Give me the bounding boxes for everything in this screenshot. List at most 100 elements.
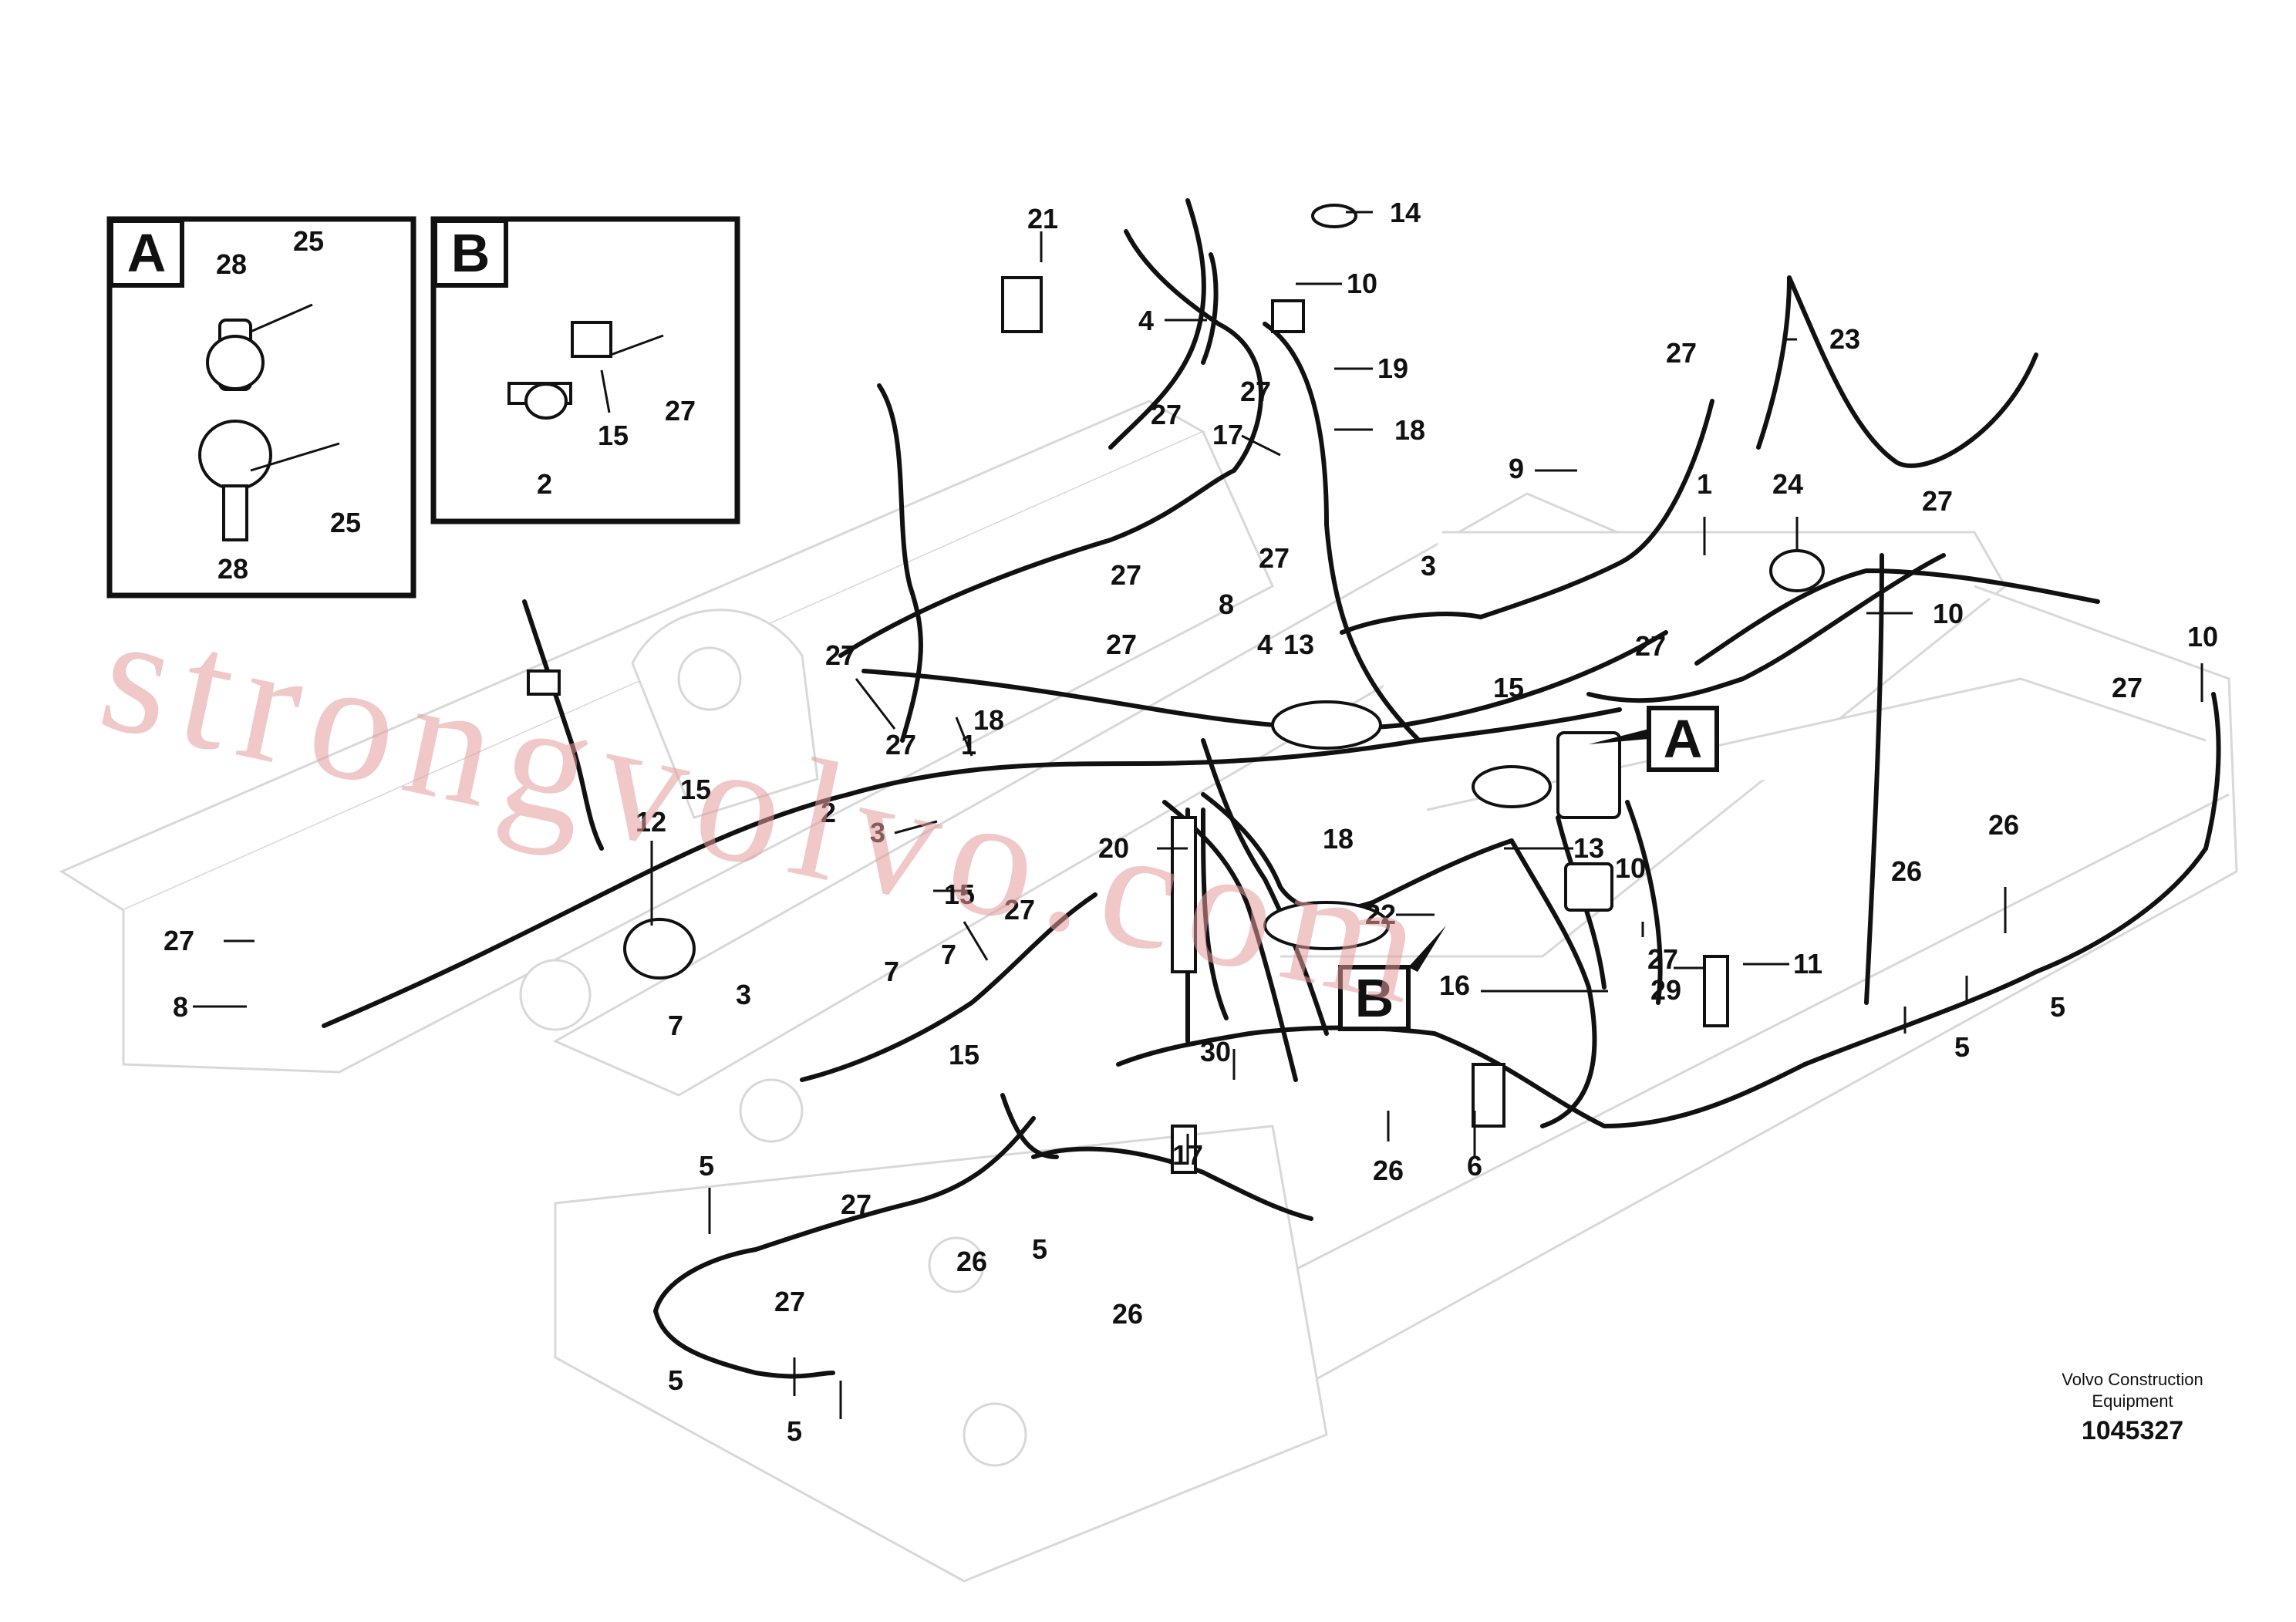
callout-13-lower: 13: [1573, 832, 1604, 864]
callout-5-far-right: 5: [2050, 991, 2065, 1023]
callout-29: 29: [1650, 974, 1681, 1006]
callout-2: 2: [821, 797, 836, 828]
callout-4-center: 4: [1257, 629, 1273, 660]
callout-8-center: 8: [1219, 588, 1234, 620]
grommet-22: [1263, 901, 1390, 950]
callout-leaders: [193, 211, 2203, 1419]
callout-27-f: 27: [1259, 542, 1290, 574]
callout-9: 9: [1509, 453, 1524, 484]
callout-27-m: 27: [164, 925, 194, 956]
conduit-11: [1703, 955, 1729, 1027]
callout-8-left: 8: [173, 991, 188, 1023]
chassis-frame: [59, 400, 2238, 1583]
harness-parts: [527, 204, 1825, 1174]
cap-14: [1311, 204, 1357, 228]
inset-a-callout-25-top: 25: [293, 225, 324, 257]
inset-a-letter: A: [127, 223, 167, 283]
callout-27-b: 27: [1240, 376, 1271, 407]
conduit-20: [1171, 816, 1197, 973]
callout-5-center: 5: [1032, 1233, 1047, 1265]
svg-text:A: A: [1664, 709, 1703, 769]
callout-numbers: 21 14 10 4 19 27 27 23 27 18 17 9 1 24 2…: [164, 197, 2218, 1447]
drawing-number: 1045327: [2082, 1416, 2183, 1445]
callout-6: 6: [1467, 1150, 1482, 1182]
connector-10: [1564, 862, 1613, 912]
inset-a-callout-25-bottom: 25: [330, 507, 361, 538]
callout-27-d: 27: [1922, 485, 1953, 517]
callout-5-left-top: 5: [699, 1150, 714, 1182]
callout-3-right: 3: [1421, 550, 1436, 582]
inset-b-callout-15: 15: [598, 420, 629, 451]
callout-27-j: 27: [825, 639, 856, 671]
clamp-6: [1472, 1063, 1505, 1128]
callout-16: 16: [1439, 969, 1470, 1001]
view-tag-a: A: [1589, 706, 1719, 772]
inset-a: A 25 28 25 28: [106, 216, 416, 599]
callout-10-lower: 10: [1615, 852, 1646, 884]
callout-27-k: 27: [885, 729, 916, 760]
grommet-13-upper: [1271, 700, 1382, 750]
callout-26-mid-right: 26: [1891, 855, 1922, 887]
inset-b-letter: B: [451, 223, 491, 283]
callout-23: 23: [1829, 323, 1860, 355]
callout-27-o: 27: [841, 1189, 872, 1220]
callout-5-lower-left: 5: [668, 1364, 683, 1396]
callout-12: 12: [636, 806, 666, 838]
callout-27-e: 27: [1111, 559, 1141, 591]
callout-15-center: 15: [944, 878, 975, 910]
credit-line-1: Volvo Construction: [2062, 1370, 2203, 1389]
callout-4-top: 4: [1138, 305, 1154, 336]
grommet-24: [1769, 549, 1825, 592]
grommet-12: [623, 918, 696, 980]
callout-5-right: 5: [1954, 1031, 1970, 1063]
inset-a-callout-28-top: 28: [216, 248, 247, 280]
callout-7-right: 7: [941, 939, 956, 970]
inset-b-callout-27: 27: [665, 395, 696, 427]
callout-26-center: 26: [1373, 1155, 1404, 1186]
connector-10-top: [1271, 299, 1305, 333]
callout-3-left: 3: [736, 979, 751, 1010]
inset-b: B 27 15 2: [430, 216, 740, 524]
clamp-top-left: [527, 669, 561, 696]
callout-3-center: 3: [870, 817, 885, 848]
credit-line-2: Equipment: [2092, 1391, 2173, 1411]
callout-21: 21: [1027, 203, 1058, 234]
view-tag-b: B: [1338, 926, 1446, 1031]
callout-27-i: 27: [2112, 672, 2143, 703]
callout-15-left: 15: [680, 774, 711, 805]
callout-7-center: 7: [884, 956, 899, 987]
callout-15-lower: 15: [949, 1039, 979, 1071]
callout-10-top: 10: [1347, 268, 1377, 299]
connector-block-a: [1556, 731, 1621, 819]
callout-1-right: 1: [1697, 468, 1712, 500]
callout-17-top: 17: [1212, 419, 1243, 450]
callout-10-right: 10: [1933, 598, 1964, 629]
callout-15-right: 15: [1493, 672, 1524, 703]
callout-14: 14: [1390, 197, 1421, 228]
callout-18-lower: 18: [1323, 823, 1354, 855]
callout-30: 30: [1200, 1036, 1231, 1067]
callout-5-bottom: 5: [787, 1415, 802, 1447]
callout-26-lower-left: 26: [956, 1246, 987, 1277]
callout-27-g: 27: [1635, 630, 1666, 662]
bracket-21: [1001, 276, 1043, 333]
callout-13-top: 13: [1283, 629, 1314, 660]
callout-1-center: 1: [961, 729, 976, 760]
callout-27-n: 27: [1647, 943, 1678, 975]
callout-22: 22: [1365, 899, 1396, 930]
callout-24: 24: [1772, 468, 1803, 500]
callout-27-c: 27: [1666, 337, 1697, 369]
callout-27-l: 27: [1004, 894, 1035, 926]
callout-11: 11: [1793, 948, 1822, 980]
grommet-13-lower: [1472, 765, 1552, 808]
wire-harness: [322, 198, 2221, 1379]
callout-18-center: 18: [973, 704, 1004, 736]
inset-b-callout-2: 2: [537, 468, 552, 500]
inset-a-callout-28-bottom: 28: [217, 553, 248, 585]
callout-27-a: 27: [1151, 399, 1182, 430]
callout-27-p: 27: [774, 1286, 805, 1317]
clamp-17: [1171, 1125, 1197, 1174]
callout-26-lower: 26: [1112, 1298, 1143, 1330]
svg-text:B: B: [1355, 968, 1394, 1028]
